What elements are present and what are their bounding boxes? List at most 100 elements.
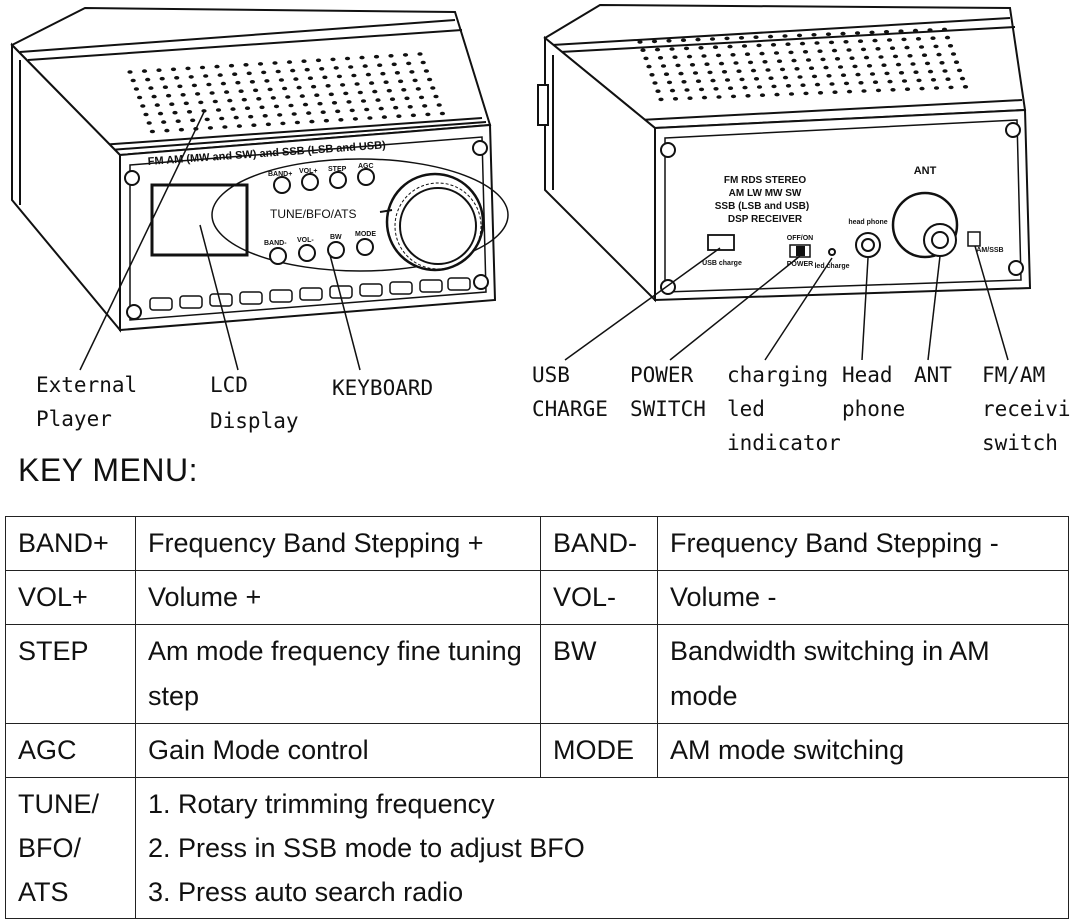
grille-hole xyxy=(712,45,719,49)
grille-hole xyxy=(383,80,389,84)
grille-hole xyxy=(256,97,262,101)
grille-hole xyxy=(666,80,673,85)
grille-hole xyxy=(430,86,436,90)
ant-panel-label: ANT xyxy=(914,165,937,177)
desc-cell: Frequency Band Stepping + xyxy=(135,516,541,571)
grille-hole xyxy=(418,95,425,100)
grille-hole xyxy=(238,89,244,93)
grille-hole xyxy=(750,68,757,73)
led-label: led charge xyxy=(814,263,849,270)
grille-hole xyxy=(140,104,146,108)
grille-hole xyxy=(351,73,357,78)
grille-hole xyxy=(686,54,693,59)
grille-hole xyxy=(141,69,148,73)
grille-hole xyxy=(863,55,870,60)
grille-hole xyxy=(817,91,824,95)
grille-hole xyxy=(828,40,835,45)
grille-hole xyxy=(959,76,966,81)
grille-hole xyxy=(695,37,701,42)
grille-hole xyxy=(872,80,879,84)
grille-hole xyxy=(320,110,326,114)
grille-hole xyxy=(727,44,733,49)
callout-switch-2: receiving xyxy=(982,397,1072,421)
grille-hole xyxy=(209,91,215,95)
grille-hole xyxy=(927,69,934,74)
grille-hole xyxy=(953,60,960,64)
grille-hole xyxy=(417,52,423,56)
rear-info-line-4: DSP RECEIVER xyxy=(728,214,803,225)
grille-hole xyxy=(178,127,184,132)
table-row: TUNE/ BFO/ ATS 1. Rotary trimming freque… xyxy=(5,777,1069,919)
grille-hole xyxy=(261,70,267,75)
grille-hole xyxy=(219,116,225,121)
grille-hole xyxy=(916,78,922,83)
grille-hole xyxy=(672,97,679,101)
grille-hole xyxy=(195,92,201,96)
grille-hole xyxy=(186,110,193,114)
grille-hole xyxy=(296,85,302,90)
grille-hole xyxy=(701,54,707,58)
grille-hole xyxy=(330,57,336,62)
grille-hole xyxy=(910,62,916,66)
grille-hole xyxy=(439,111,445,116)
grille-hole xyxy=(913,70,919,74)
grille-hole xyxy=(203,74,209,78)
grille-hole xyxy=(707,70,713,75)
grille-hole xyxy=(362,64,368,68)
speaker-grille-front xyxy=(127,52,445,134)
btn-label-mode: MODE xyxy=(355,231,376,238)
grille-hole xyxy=(188,75,194,79)
grille-hole xyxy=(402,53,409,57)
grille-hole xyxy=(349,108,355,113)
grille-hole xyxy=(924,61,931,66)
grille-hole xyxy=(933,44,939,49)
rear-info-line-2: AM LW MW SW xyxy=(729,188,802,199)
grille-hole xyxy=(745,94,751,98)
grille-hole xyxy=(823,65,829,70)
grille-hole xyxy=(340,83,346,87)
grille-hole xyxy=(802,50,809,54)
grille-hole xyxy=(359,55,365,60)
table-row: VOL+ Volume + VOL- Volume - xyxy=(5,570,1069,625)
grille-hole xyxy=(930,78,937,82)
key-cell: BAND- xyxy=(540,516,658,571)
grille-hole xyxy=(710,78,716,83)
table-row: BAND+ Frequency Band Stepping + BAND- Fr… xyxy=(5,516,1069,571)
grille-hole xyxy=(817,49,823,53)
grille-hole xyxy=(655,89,661,93)
grille-hole xyxy=(689,63,696,67)
grille-hole xyxy=(785,84,792,88)
grille-hole xyxy=(672,55,678,59)
grille-hole xyxy=(658,97,664,102)
grille-hole xyxy=(733,61,739,65)
grille-hole xyxy=(317,101,323,106)
grille-hole xyxy=(265,122,271,127)
grille-hole xyxy=(652,81,658,85)
grille-hole xyxy=(319,67,325,71)
grille-hole xyxy=(433,94,439,99)
grille-hole xyxy=(904,87,911,91)
grille-hole xyxy=(293,77,299,81)
grille-hole xyxy=(166,93,172,98)
desc-cell: Volume - xyxy=(657,570,1069,625)
grille-hole xyxy=(388,54,394,58)
grille-hole xyxy=(942,69,948,73)
grille-hole xyxy=(681,80,687,84)
grille-hole xyxy=(846,89,853,94)
btn-label-vol-minus: VOL- xyxy=(297,237,314,244)
grille-hole xyxy=(904,45,910,50)
grille-hole xyxy=(875,47,881,51)
grille-hole xyxy=(315,58,322,63)
grille-hole xyxy=(901,79,908,83)
grille-hole xyxy=(785,42,791,46)
grille-hole xyxy=(774,92,780,97)
grille-hole xyxy=(174,76,180,80)
grille-hole xyxy=(814,41,820,45)
grille-hole xyxy=(143,112,149,117)
grille-hole xyxy=(770,43,777,47)
grille-hole xyxy=(409,70,415,74)
tune-item: 3. Press auto search radio xyxy=(148,877,464,907)
grille-hole xyxy=(753,35,759,39)
grille-hole xyxy=(950,52,957,56)
grille-hole xyxy=(889,46,896,50)
